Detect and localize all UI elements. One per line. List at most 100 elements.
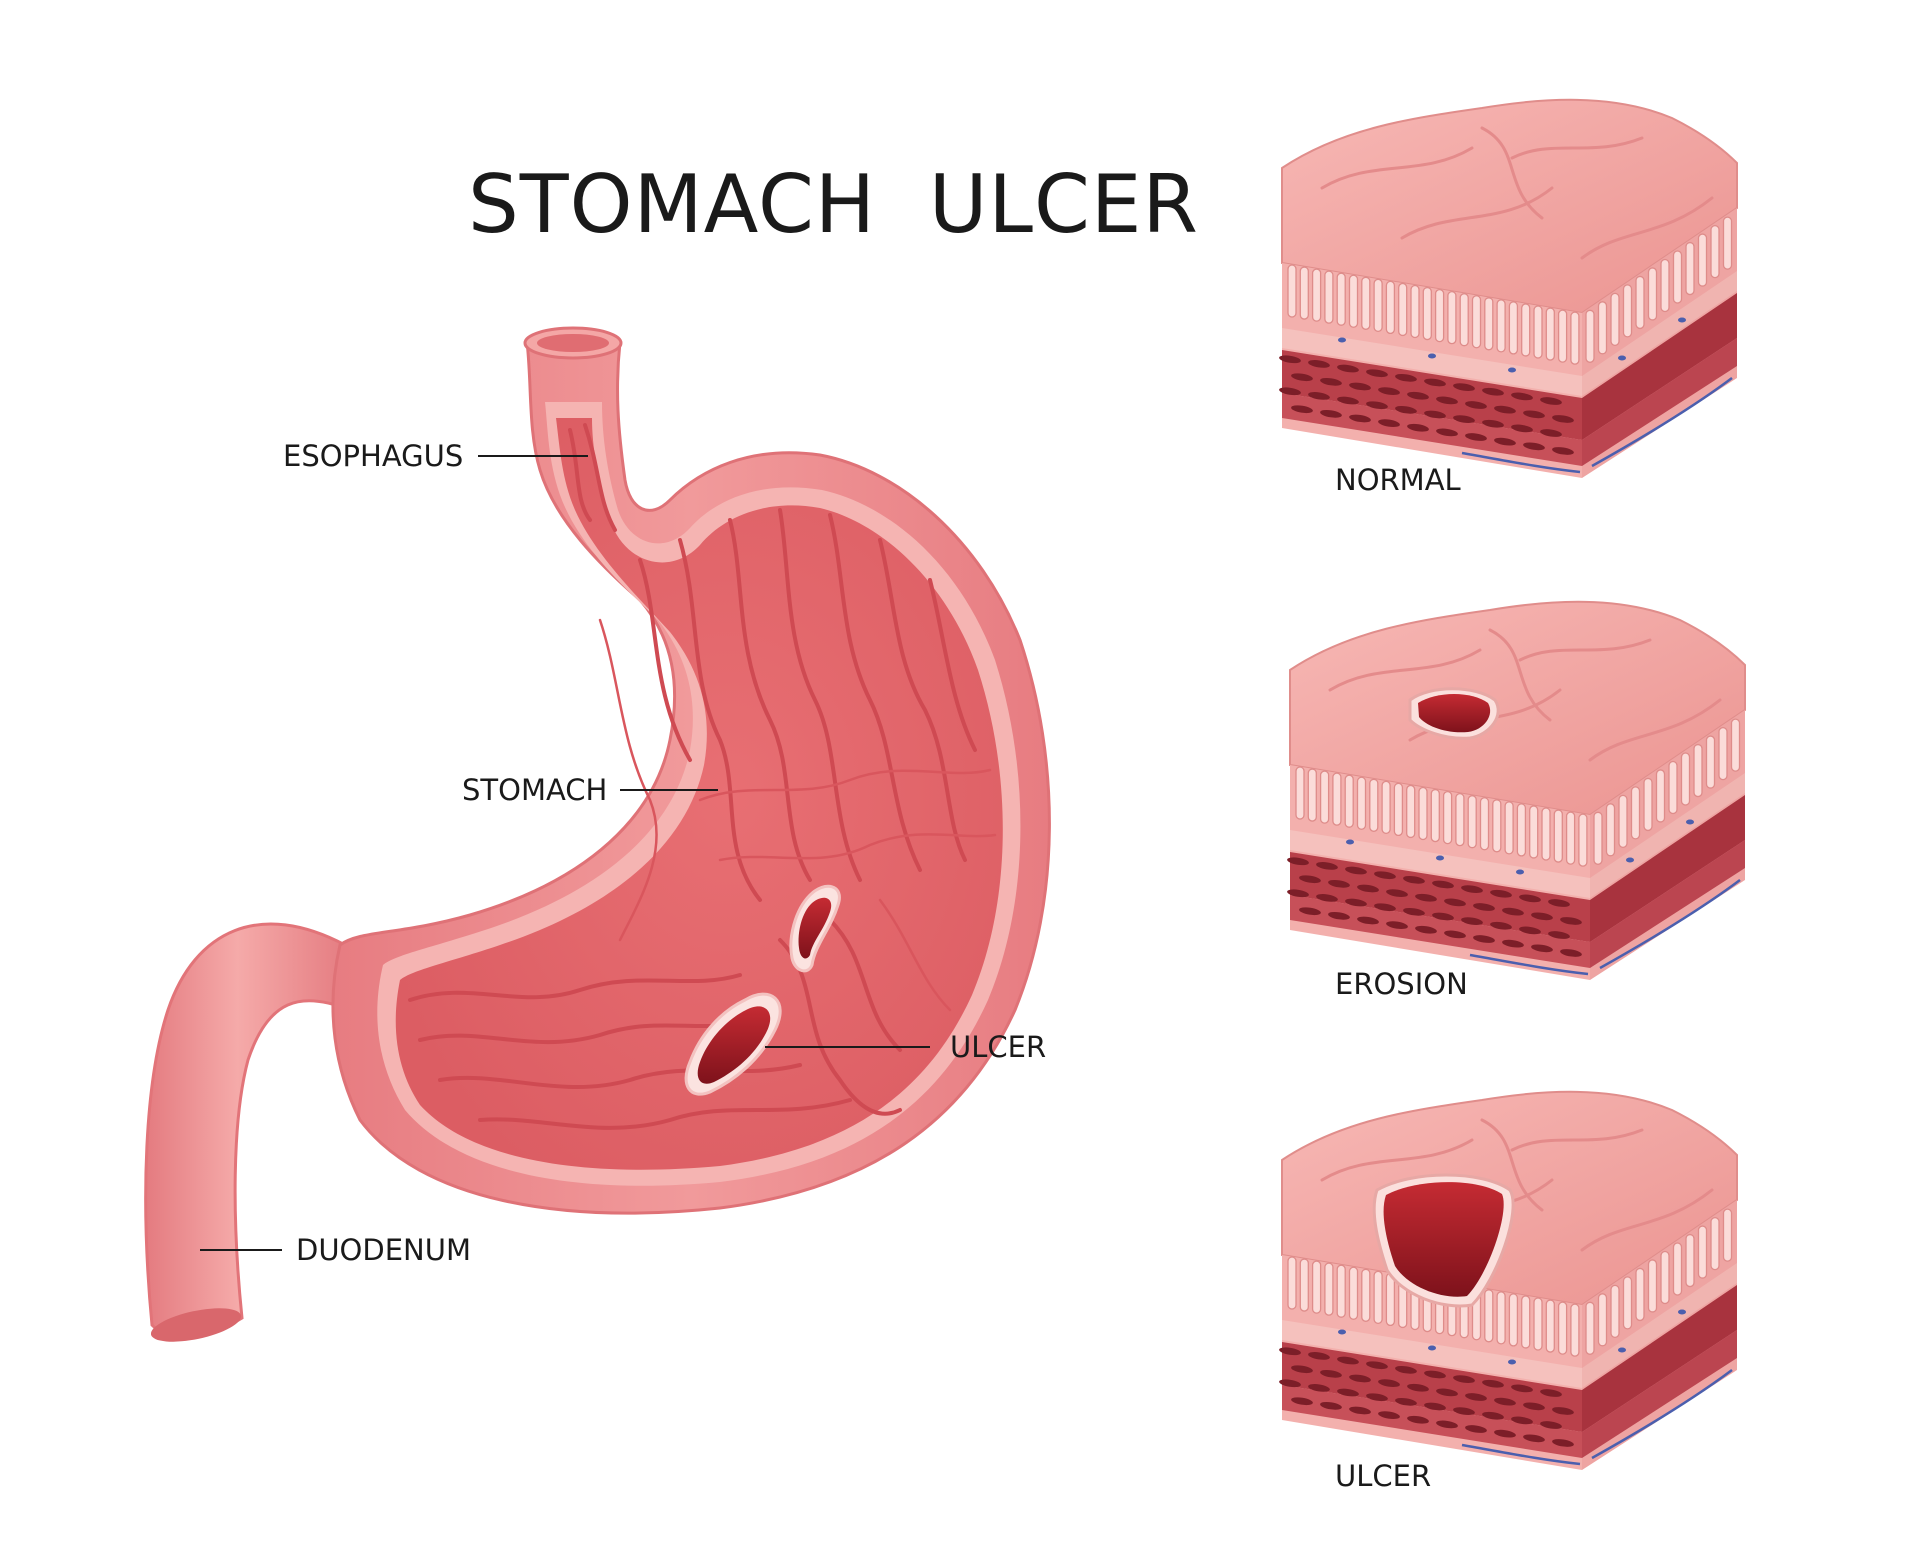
blood-vessel <box>1591 1368 1733 1460</box>
villus <box>1492 799 1502 853</box>
muscle-fiber <box>1366 401 1388 410</box>
muscle-fiber <box>1403 907 1425 916</box>
stomach-label: STOMACH <box>462 773 607 807</box>
villus <box>1348 274 1359 328</box>
blood-vessel <box>1461 451 1581 474</box>
villus <box>1622 1276 1633 1330</box>
muscle-fiber <box>1502 907 1524 916</box>
blood-vessel <box>1428 353 1436 359</box>
muscle-fiber <box>1366 1361 1388 1370</box>
muscle-fiber <box>1374 871 1396 880</box>
muscle-fiber <box>1432 912 1454 921</box>
duodenum-label: DUODENUM <box>296 1233 471 1267</box>
muscle-fiber <box>1523 1402 1545 1411</box>
villus <box>1610 1284 1620 1339</box>
villus <box>1447 290 1457 345</box>
villus <box>1311 1260 1322 1314</box>
blood-vessel <box>1591 376 1733 468</box>
tissue-blocks <box>1279 98 1746 1470</box>
muscle-fiber <box>1511 1384 1533 1393</box>
villus <box>1393 782 1404 837</box>
muscle-layer <box>1282 1342 1582 1432</box>
muscle-fiber <box>1287 889 1309 898</box>
muscle-fiber <box>1482 387 1504 396</box>
muscle-fiber <box>1395 373 1417 382</box>
muscle-fiber <box>1453 1375 1475 1383</box>
muscle-fiber <box>1357 884 1379 893</box>
muscle-fiber <box>1328 879 1350 888</box>
villus <box>1496 299 1506 353</box>
muscle-fiber <box>1560 949 1582 957</box>
muscle-fiber <box>1523 1434 1545 1443</box>
muscle-fiber <box>1337 1356 1359 1365</box>
muscle-fiber <box>1279 1347 1301 1356</box>
villus <box>1516 803 1527 857</box>
surface-wrinkle <box>1488 628 1552 722</box>
villus <box>1287 1256 1297 1310</box>
stomach-lumen <box>395 418 1003 1170</box>
muscle-fiber <box>1415 925 1437 934</box>
muscle-layer <box>1582 293 1737 440</box>
villus <box>1618 794 1628 849</box>
muscle-fiber <box>1395 405 1417 414</box>
villus <box>1685 241 1695 296</box>
villus <box>1710 224 1720 279</box>
blood-vessel <box>1508 367 1516 373</box>
muscle-fiber <box>1279 355 1301 364</box>
villus <box>1693 743 1703 798</box>
villus <box>1459 293 1469 347</box>
muscle-fiber <box>1337 364 1359 373</box>
muscle-layer <box>1590 795 1745 942</box>
muscle-fiber <box>1320 1369 1342 1378</box>
muscle-fiber <box>1548 899 1570 907</box>
muscle-fiber <box>1291 405 1313 414</box>
muscle-fiber <box>1320 1401 1342 1410</box>
villus <box>1324 270 1334 324</box>
villus <box>1647 1259 1658 1313</box>
villus <box>1685 1233 1695 1288</box>
muscle-fiber <box>1407 391 1429 400</box>
muscle-fiber <box>1279 1379 1301 1388</box>
muscle-fiber <box>1424 1402 1446 1411</box>
muscle-fiber <box>1320 409 1342 418</box>
villus <box>1597 1293 1608 1347</box>
muscle-fiber <box>1453 383 1475 391</box>
villus <box>1610 292 1620 347</box>
villus <box>1336 1264 1346 1318</box>
muscle-fiber <box>1552 415 1574 423</box>
muscle-fiber <box>1366 1393 1388 1402</box>
surface-wrinkle <box>1510 1128 1644 1152</box>
surface-wrinkle <box>1400 186 1554 240</box>
villus <box>1484 1289 1494 1343</box>
blood-vessel <box>1338 1329 1346 1335</box>
villus <box>1455 792 1465 847</box>
muscle-fiber <box>1436 428 1458 437</box>
muscle-fiber <box>1511 424 1533 433</box>
duodenum-tube <box>144 922 352 1338</box>
submucosa-layer <box>1582 271 1737 396</box>
surface-wrinkle <box>1518 638 1652 662</box>
villus <box>1361 276 1371 330</box>
blood-vessel <box>1626 857 1634 863</box>
esophagus-label: ESOPHAGUS <box>283 439 463 473</box>
erosion-crater <box>1418 694 1491 733</box>
blood-vessel <box>1346 839 1354 845</box>
muscle-fiber <box>1291 373 1313 382</box>
muscle-fiber <box>1308 360 1330 368</box>
villus <box>1553 809 1563 863</box>
surface-wrinkle <box>1480 1118 1544 1212</box>
villus <box>1541 807 1551 861</box>
villus <box>1660 258 1670 313</box>
surface-wrinkle <box>1588 698 1722 762</box>
muscle-fiber <box>1395 1365 1417 1374</box>
villus <box>1635 1267 1645 1322</box>
muscle-fiber <box>1337 1388 1359 1397</box>
muscle-fiber <box>1540 397 1562 405</box>
surface-wrinkle <box>1320 1138 1474 1182</box>
muscle-fiber <box>1299 875 1321 884</box>
muscle-fiber <box>1320 377 1342 386</box>
muscle-fiber <box>1523 442 1545 451</box>
stomach-ulcer-lower <box>684 992 782 1096</box>
muscle-fiber <box>1465 401 1487 409</box>
